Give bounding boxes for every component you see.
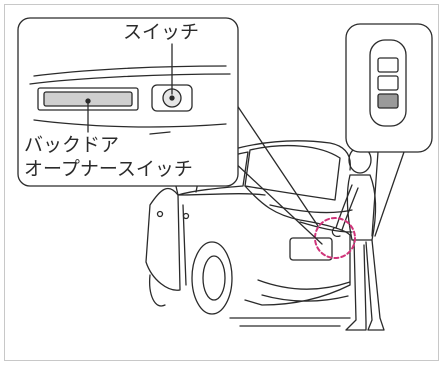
key-fob-callout [346, 24, 432, 236]
back-door-opener-label-line2: オープナースイッチ [24, 160, 193, 179]
back-door-opener-label-line1: バックドア [24, 136, 119, 155]
switch-label: スイッチ [123, 23, 199, 42]
callout-zoom-box [18, 18, 322, 244]
